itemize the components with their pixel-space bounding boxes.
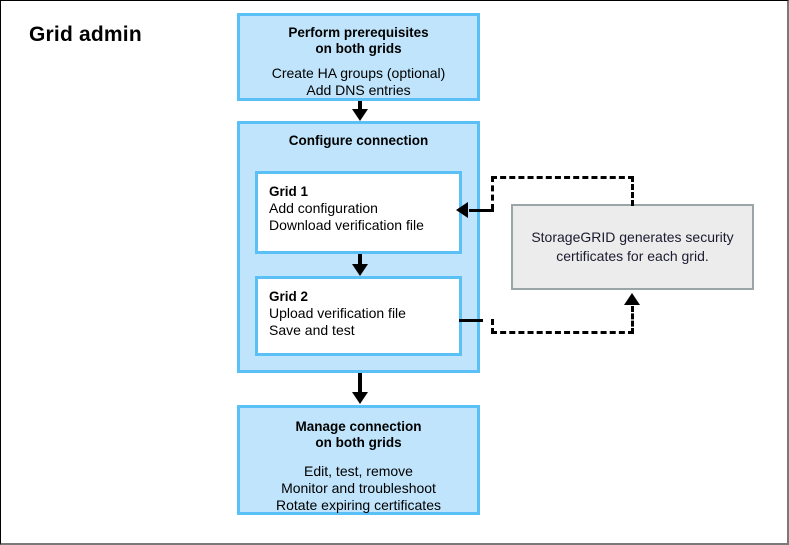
grid1-body: Add configuration Download verification … bbox=[269, 200, 424, 233]
connector-grid1-arrow-shaft bbox=[469, 209, 494, 212]
arrow-note-to-grid1-head bbox=[456, 202, 468, 218]
note-box-certificates: StorageGRID generates security certifica… bbox=[511, 204, 754, 290]
grid2-box: Grid 2 Upload verification file Save and… bbox=[255, 276, 462, 356]
connector-note-bottom-rise bbox=[491, 319, 494, 334]
connector-note-bottom-stub bbox=[631, 306, 634, 334]
grid2-body: Upload verification file Save and test bbox=[269, 305, 406, 338]
step-manage-body: Edit, test, remove Monitor and troublesh… bbox=[276, 463, 441, 513]
connector-note-top-run bbox=[491, 176, 634, 179]
arrow-grid2-to-note-head bbox=[624, 293, 640, 305]
step-prerequisites-heading: Perform prerequisites on both grids bbox=[288, 25, 429, 56]
grid1-box: Grid 1 Add configuration Download verifi… bbox=[255, 171, 462, 254]
step-prerequisites-box: Perform prerequisites on both grids Crea… bbox=[237, 13, 480, 101]
connector-note-top-drop bbox=[491, 176, 494, 210]
step-configure-heading: Configure connection bbox=[288, 133, 429, 148]
grid1-title: Grid 1 bbox=[269, 184, 309, 199]
connector-note-bottom-run bbox=[491, 331, 634, 334]
step-manage-heading: Manage connection on both grids bbox=[295, 419, 422, 450]
connector-note-top-stub bbox=[631, 176, 634, 206]
step-manage-box: Manage connection on both grids Edit, te… bbox=[237, 405, 480, 515]
connector-grid2-stub bbox=[459, 319, 483, 322]
step-prerequisites-body: Create HA groups (optional) Add DNS entr… bbox=[271, 65, 446, 98]
page-title: Grid admin bbox=[29, 23, 142, 46]
note-text: StorageGRID generates security certifica… bbox=[531, 229, 734, 264]
grid2-title: Grid 2 bbox=[269, 289, 309, 304]
